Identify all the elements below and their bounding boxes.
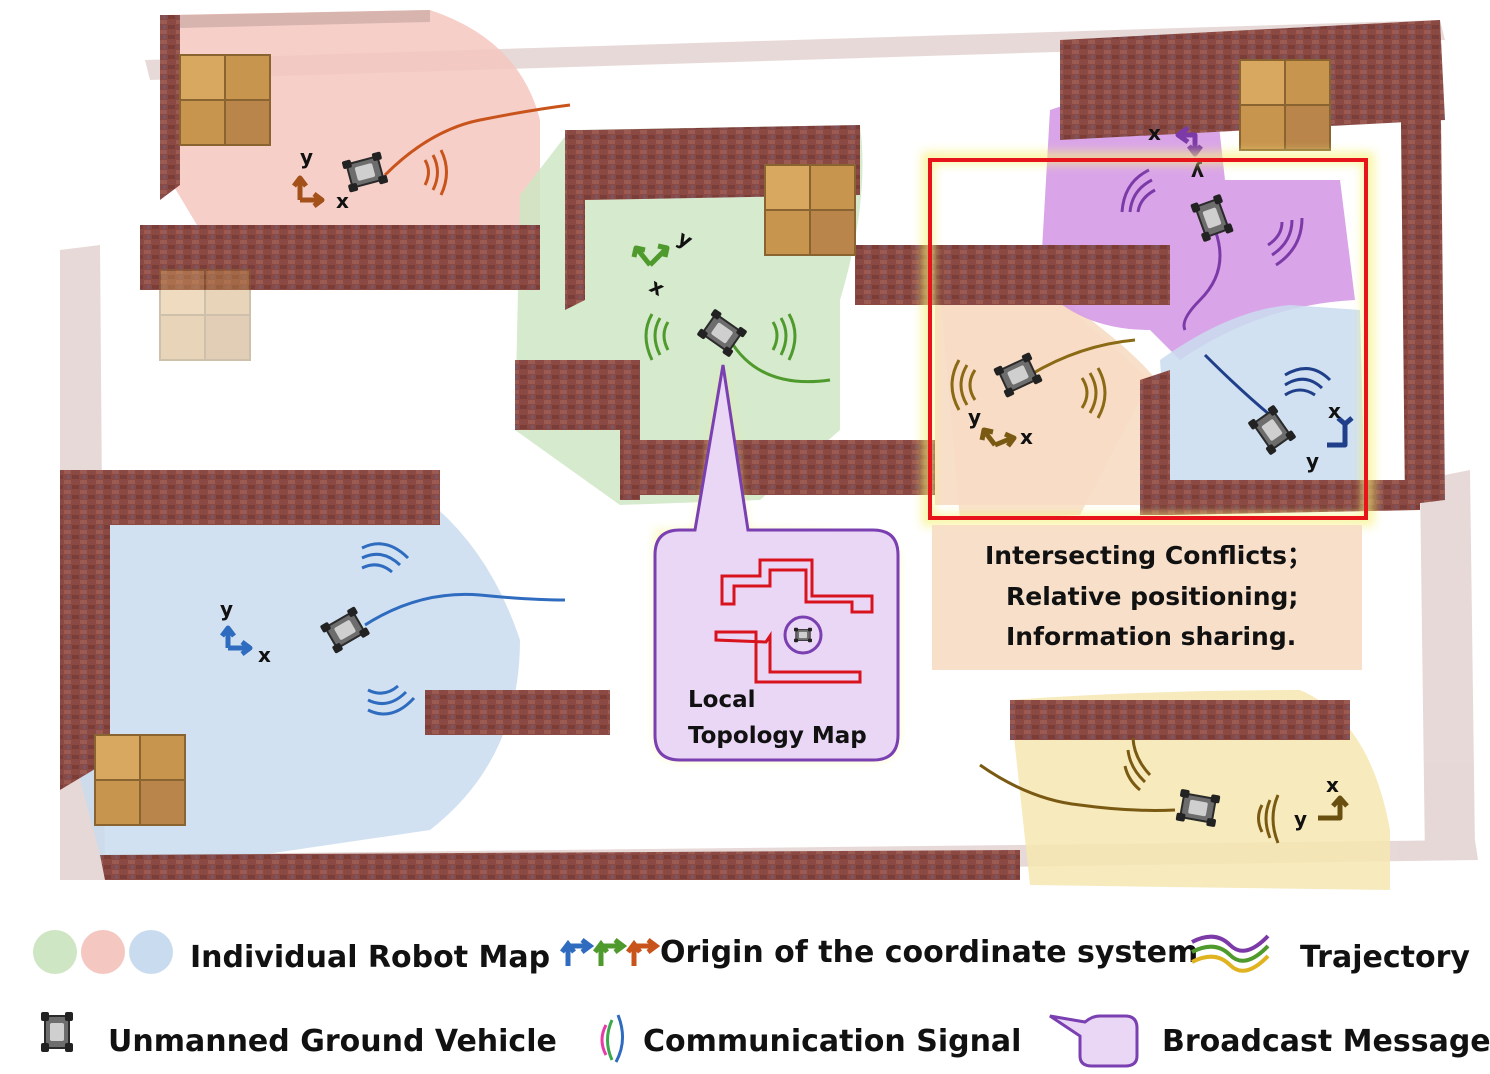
callout-bubble (653, 364, 900, 762)
communication-signals (361, 149, 1332, 844)
frame-middle-right (979, 427, 1017, 448)
frame-bottom-left-x: x (258, 643, 271, 667)
legend-trajectory: Trajectory (1300, 940, 1470, 975)
legend-individual-robot-map: Individual Robot Map (190, 940, 550, 975)
legend-broadcast: Broadcast Message (1162, 1024, 1490, 1059)
legend-blue-map-swatch (129, 930, 173, 974)
frame-bottom-right (1318, 795, 1349, 821)
info-line-3: Information sharing. (1006, 622, 1296, 651)
frame-bottom-left (220, 625, 253, 656)
brick-walls (60, 10, 1445, 880)
frame-top-right-y: y (1191, 161, 1204, 185)
topology-callout: Local Topology Map (653, 364, 900, 762)
trajectories (364, 103, 1271, 812)
info-line-1: Intersecting Conflicts； (985, 541, 1312, 570)
topology-lines (714, 558, 874, 684)
blue-right-robot-map (1160, 305, 1365, 505)
frame-top-left-x: x (336, 189, 349, 213)
frame-middle-right-x: x (1020, 425, 1033, 449)
legend-origin-icon (560, 938, 661, 966)
blue-robot-map (75, 470, 520, 855)
conflict-region (922, 152, 1374, 526)
legend-origin: Origin of the coordinate system (660, 935, 1198, 970)
legend-signal: Communication Signal (643, 1024, 1021, 1059)
frame-right-y: y (1306, 449, 1319, 473)
legend-trajectory-icon (1191, 934, 1270, 973)
frame-bottom-right-y: y (1294, 807, 1307, 831)
frame-right-x: x (1328, 399, 1341, 423)
frame-bottom-right-x: x (1326, 773, 1339, 797)
conflict-info-panel: Intersecting Conflicts； Relative positio… (932, 525, 1362, 670)
frame-bottom-left-y: y (220, 597, 233, 621)
frame-top-left (292, 175, 325, 208)
callout-title-line2: Topology Map (688, 723, 867, 749)
frame-right (1327, 416, 1354, 448)
legend-broadcast-icon (1049, 1014, 1139, 1068)
frame-top-left-y: y (300, 145, 313, 169)
info-line-2: Relative positioning; (1006, 582, 1298, 611)
legend-signal-icon (600, 1014, 624, 1063)
legend-ugv: Unmanned Ground Vehicle (108, 1024, 557, 1059)
frame-center (631, 243, 670, 267)
callout-title-line1: Local (688, 687, 756, 713)
coordinate-frames (220, 125, 1354, 821)
legend-ugv-icon (40, 1011, 74, 1053)
frame-middle-right-y: y (968, 405, 981, 429)
frame-top-right-x: x (1148, 121, 1161, 145)
legend: Individual Robot Map Origin of the coord… (33, 930, 1490, 1068)
legend-green-map-swatch (33, 930, 77, 974)
conflict-box (928, 158, 1368, 520)
legend-red-map-swatch (81, 930, 125, 974)
